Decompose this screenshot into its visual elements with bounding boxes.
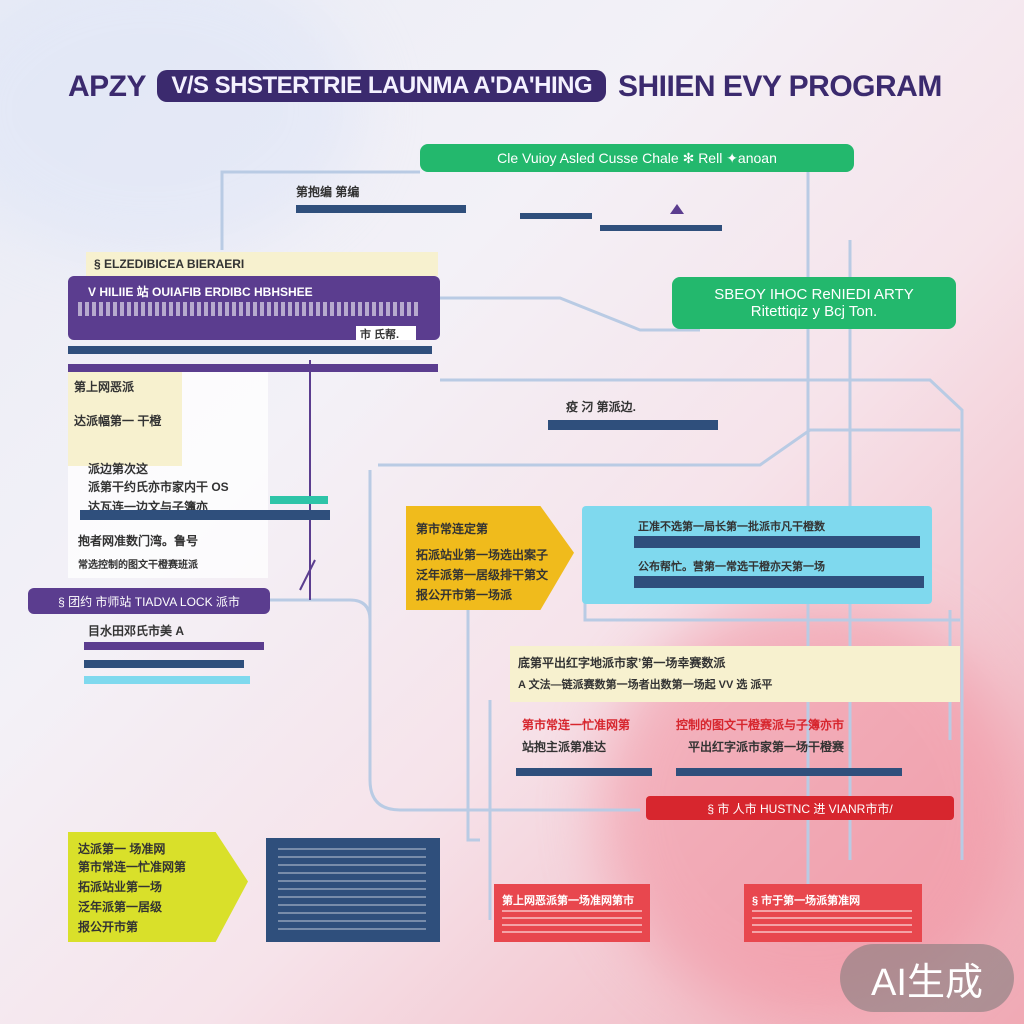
left-bar-3 — [80, 510, 330, 520]
left-cream-header: § ELZEDIBICEA BIERAERI — [86, 252, 438, 276]
red-bar-right: § 市 人市 HUSTNC 进 VIANR市市/ — [646, 796, 954, 820]
red-card-a: 第上网恶派第一场准网第市 — [494, 884, 650, 942]
center-bar-3 — [600, 225, 722, 231]
arrow-marker — [670, 204, 684, 214]
navy-card — [266, 838, 440, 942]
cyan-card: 正准不选第一局长第一批派市凡干橙数 公布帮忙。营第一常选干橙亦天第一场 — [582, 506, 932, 604]
purple-pill-left: § 团约 市师站 TIADVA LOCK 派市 — [28, 588, 270, 614]
lime-card: 达派第一 场准网 第市常连一忙准网第 拓派站业第一场 泛年派第一居级 报公开市第 — [68, 832, 248, 942]
left-teal-bar — [270, 496, 328, 504]
green-pill-right: SBEOY IHOC ReNIEDI ARTY Ritettiqiz y Bcj… — [672, 277, 956, 329]
center-bar-1 — [296, 205, 466, 213]
mid-label: 疫 汈 第派边. — [566, 400, 637, 414]
left-panel: 第上网恶派 达派幅第一 干橙 派边第次这 派第干约氏亦市家内干 OS 达瓦连一边… — [68, 372, 268, 578]
left-lower-bar-2 — [84, 660, 244, 668]
left-lower-label: 目水田邓氏市美 A — [88, 624, 185, 638]
red-card-b: § 市于第一场派第准网 — [744, 884, 922, 942]
center-heading: 第抱编 第编 — [296, 185, 360, 199]
cream-card: 底第平出红字地派市家’第一场幸赛数派 A 文法—链派赛数第一场者出数第一场起 V… — [510, 646, 960, 702]
yellow-card: 第市常连定第 拓派站业第一场选出案子 泛年派第一居级排干第文 报公开市第一场派 — [406, 506, 574, 610]
purple-sub-label: 市 氏帮. — [356, 326, 416, 340]
mid-label-bar — [548, 420, 718, 430]
left-bar-2 — [68, 364, 438, 372]
top-green-pill: Cle Vuioy Asled Cusse Chale ✻ Rell ✦anoa… — [420, 144, 854, 172]
left-lower-bar-3 — [84, 676, 250, 684]
page-title: APZY V/S SHSTERTRIE LAUNMA A'DA'HING SHI… — [68, 70, 942, 103]
ai-generated-badge: AI生成 — [840, 944, 1014, 1012]
left-bar-1 — [68, 346, 432, 354]
mid-list: 第市常连一忙准网第 站抱主派第准达 控制的图文干橙赛派与子簿亦市 平出红字派市家… — [508, 712, 958, 790]
left-lower-bar-1 — [84, 642, 264, 650]
center-bar-2 — [520, 213, 592, 219]
